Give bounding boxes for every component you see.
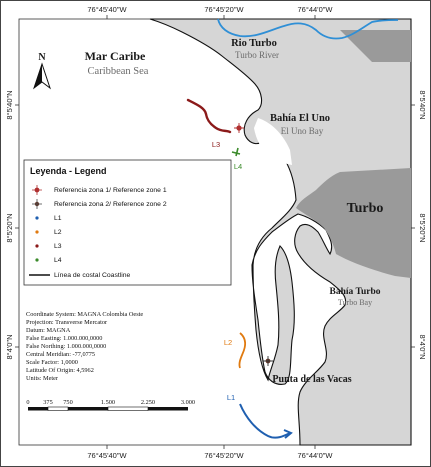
info-line-3: Datum: MAGNA — [26, 327, 71, 334]
legend-item-ref2: Referencia zona 2/ Reference zone 2 — [32, 199, 167, 209]
top-label-1: 76°45'40"W — [87, 5, 127, 14]
transect-l1-label: L1 — [227, 393, 235, 402]
bottom-label-2: 76°45'20"W — [204, 451, 244, 460]
info-line-1: Coordinate System: MAGNA Colombia Oeste — [26, 311, 143, 318]
bay-uno-title: Bahía El Uno — [270, 113, 330, 124]
reference-zone-2-marker — [263, 356, 273, 366]
svg-text:750: 750 — [63, 399, 72, 406]
svg-text:1.500: 1.500 — [101, 399, 115, 406]
point-label: Punta de las Vacas — [272, 374, 351, 385]
transect-l2-label: L2 — [224, 338, 232, 347]
river-subtitle: Turbo River — [235, 50, 279, 60]
city-label: Turbo — [347, 201, 384, 216]
info-line-7: Scale Factor: 1,0000 — [26, 359, 78, 366]
transect-l3 — [186, 98, 232, 134]
bay-turbo-subtitle: Turbo Bay — [338, 298, 372, 307]
legend: Leyenda - Legend Referencia zona 1/ Refe… — [23, 159, 232, 286]
svg-text:0: 0 — [26, 399, 29, 406]
bay-uno-subtitle: El Uno Bay — [281, 126, 324, 136]
svg-text:375: 375 — [43, 399, 52, 406]
top-label-3: 76°44'0"W — [297, 5, 333, 14]
info-line-6: Central Meridian: -77,0775 — [26, 351, 95, 358]
scale-bar: 0 375 750 1.500 2.250 3.000 — [26, 399, 195, 411]
sea-title: Mar Caribe — [85, 49, 146, 63]
legend-item-l3: L3 — [35, 243, 62, 250]
land-mass — [149, 18, 412, 446]
svg-text:Referencia zona 2/ Reference z: Referencia zona 2/ Reference zone 2 — [54, 201, 167, 208]
coordinate-info: Coordinate System: MAGNA Colombia Oeste … — [26, 311, 143, 382]
svg-text:Referencia zona 1/ Reference z: Referencia zona 1/ Reference zone 1 — [54, 187, 167, 194]
svg-text:2.250: 2.250 — [141, 399, 155, 406]
reference-zone-1-marker — [234, 123, 244, 133]
svg-text:L2: L2 — [54, 229, 62, 236]
info-line-9: Units: Meter — [26, 375, 59, 382]
transect-l1-arrowhead — [283, 429, 293, 439]
svg-text:3.000: 3.000 — [181, 399, 195, 406]
legend-item-l2: L2 — [35, 229, 62, 236]
left-label-3: 8°4'0"N — [5, 334, 14, 359]
top-label-2: 76°45'20"W — [204, 5, 244, 14]
bay-turbo-title: Bahía Turbo — [330, 287, 381, 297]
info-line-5: False Northing: 1.000.000,0000 — [26, 343, 106, 350]
grid-ticks — [15, 15, 415, 449]
turbo-river — [217, 18, 399, 40]
bottom-label-1: 76°45'40"W — [87, 451, 127, 460]
legend-item-l1: L1 — [35, 215, 62, 222]
svg-text:Línea de costal Coastline: Línea de costal Coastline — [54, 272, 131, 279]
legend-title: Leyenda - Legend — [30, 166, 107, 176]
urban-zone — [296, 168, 411, 278]
info-line-2: Projection: Transverse Mercator — [26, 319, 108, 326]
legend-item-coastline: Línea de costal Coastline — [29, 272, 131, 279]
river-title: Rio Turbo — [231, 38, 277, 49]
transect-l4 — [231, 147, 241, 157]
sea-subtitle: Caribbean Sea — [88, 66, 149, 77]
svg-text:L3: L3 — [54, 243, 62, 250]
legend-item-l4: L4 — [35, 257, 62, 264]
info-line-4: False Easting: 1.000.000,0000 — [26, 335, 102, 342]
transect-l3-label: L3 — [212, 140, 220, 149]
north-arrow-icon: N — [33, 52, 51, 90]
right-label-3: 8°4'0"N — [418, 334, 427, 359]
info-line-8: Latitude Of Origin: 4,5962 — [26, 367, 94, 374]
transect-l4-label: L4 — [234, 162, 242, 171]
svg-text:L1: L1 — [54, 215, 62, 222]
bay-el-uno-water — [254, 118, 292, 165]
transect-l1 — [239, 403, 291, 439]
right-label-1: 8°5'40"N — [418, 90, 427, 119]
bottom-label-3: 76°44'0"W — [297, 451, 333, 460]
transect-l2 — [238, 332, 247, 369]
left-label-1: 8°5'40"N — [5, 90, 14, 119]
urban-zone-north — [340, 30, 411, 62]
left-label-2: 8°5'20"N — [5, 213, 14, 242]
legend-item-ref1: Referencia zona 1/ Reference zone 1 — [32, 185, 167, 195]
svg-text:L4: L4 — [54, 257, 62, 264]
right-label-2: 8°5'20"N — [418, 213, 427, 242]
north-label: N — [38, 52, 46, 63]
